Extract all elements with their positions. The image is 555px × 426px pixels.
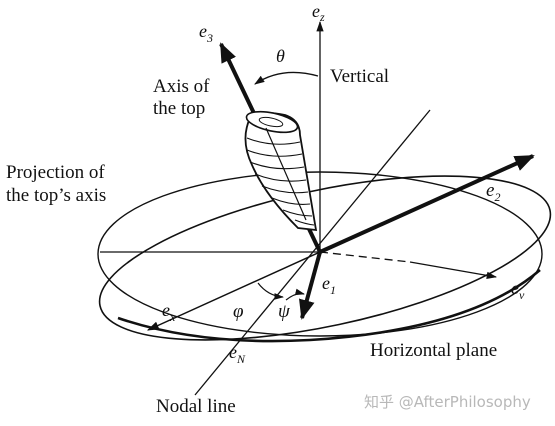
label-ez: ez (312, 1, 325, 24)
body-plane-ellipse (98, 175, 552, 341)
theta-arc (254, 71, 319, 85)
label-projection-1: Projection of (6, 162, 105, 183)
label-theta: θ (276, 46, 285, 66)
label-eN: eN (229, 342, 246, 366)
phi-arc (257, 282, 284, 300)
e2-axis (319, 154, 535, 254)
label-ex: ex (162, 300, 176, 324)
label-e3: e3 (199, 21, 213, 45)
watermark: 知乎 @AfterPhilosophy (364, 393, 531, 411)
label-e1: e1 (322, 273, 336, 297)
label-psi: ψ (278, 301, 291, 322)
label-phi: φ (233, 301, 244, 322)
plane-rim (117, 269, 541, 343)
label-e2: e2 (486, 180, 500, 204)
label-projection-2: the top’s axis (6, 185, 106, 206)
label-axis-of-top-1: Axis of (153, 76, 210, 97)
label-horizontal-plane: Horizontal plane (370, 340, 497, 361)
spinning-top (244, 110, 318, 232)
ex-axis (146, 251, 321, 331)
ev-axis-dashed (319, 251, 411, 263)
psi-arc (285, 288, 305, 301)
label-axis-of-top-2: the top (153, 98, 205, 119)
label-nodal-line: Nodal line (156, 396, 236, 417)
label-vertical: Vertical (330, 66, 389, 87)
nodal-line (194, 109, 431, 396)
ev-axis (409, 261, 498, 279)
label-ev: ev (511, 278, 525, 302)
e1-axis (299, 251, 322, 320)
